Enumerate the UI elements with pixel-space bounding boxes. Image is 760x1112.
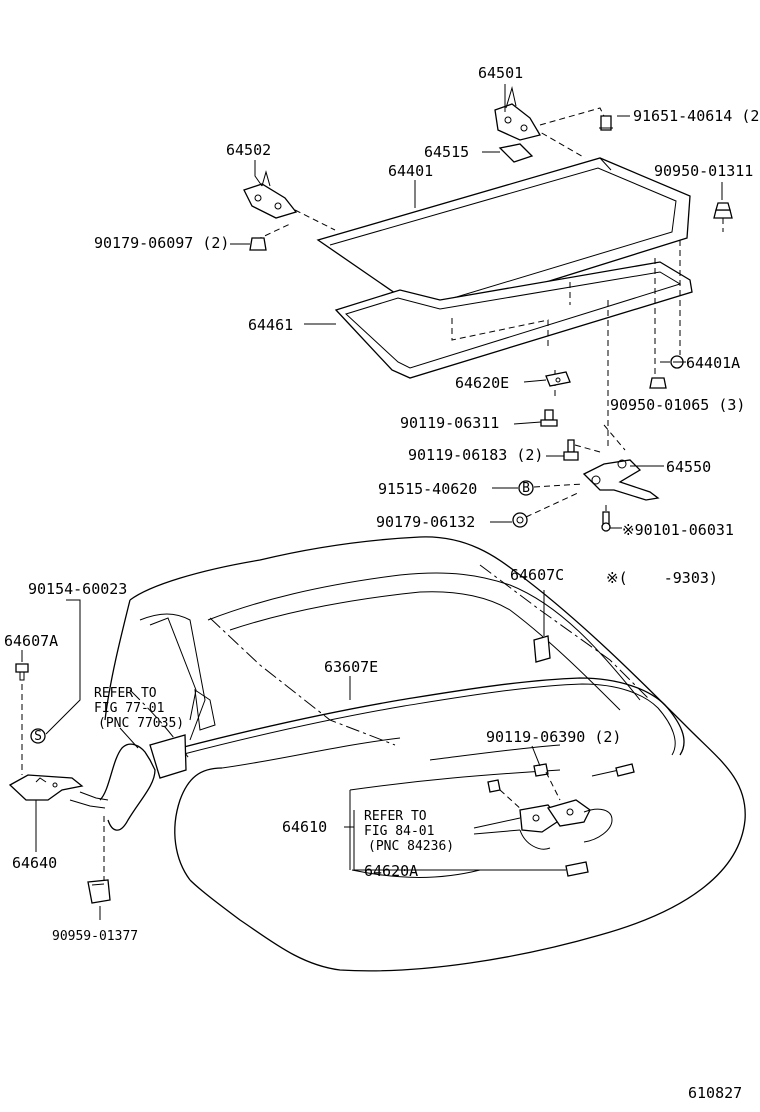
car-body-outline <box>104 536 746 972</box>
label-90950-01311: 90950-01311 <box>654 162 753 180</box>
diagram-id: 610827 <box>688 1084 742 1102</box>
lock-64550 <box>582 459 660 501</box>
label-64401: 64401 <box>388 162 433 180</box>
label-64501: 64501 <box>478 64 523 82</box>
refer-77-line3: (PNC 77035) <box>98 716 184 731</box>
lock-assembly <box>519 763 635 877</box>
label-90119-06390: 90119-06390 (2) <box>486 728 621 746</box>
label-90950-01065: 90950-01065 (3) <box>610 396 745 414</box>
label-90119-06311: 90119-06311 <box>400 414 499 432</box>
label-64640: 64640 <box>12 854 57 872</box>
clip-90179-06097 <box>249 237 267 251</box>
label-64610: 64610 <box>282 818 327 836</box>
stopper-64620e <box>545 371 571 387</box>
label-note-9303: ※( -9303) <box>606 569 718 587</box>
clamp-90959 <box>87 879 111 904</box>
label-91515: 91515-40620 <box>378 480 477 498</box>
bolt-90119-06183 <box>563 439 579 461</box>
label-64461: 64461 <box>248 316 293 334</box>
bolt-90119-06311 <box>540 409 558 427</box>
label-64607a: 64607A <box>4 632 58 650</box>
cushion-90950-01065 <box>649 377 667 389</box>
hinge-64501 <box>494 86 542 141</box>
label-64515: 64515 <box>424 143 469 161</box>
label-64502: 64502 <box>226 141 271 159</box>
cushion-90950-01311 <box>713 202 733 219</box>
screw-90101 <box>601 511 611 532</box>
refer-77-line2: FIG 77-01 <box>94 701 164 716</box>
label-90119-06183: 90119-06183 (2) <box>408 446 543 464</box>
symbol-b-marker: B <box>518 480 534 496</box>
label-91651: 91651-40614 (2) <box>633 107 760 125</box>
symbol-b: B <box>522 481 530 496</box>
switch-64607c <box>533 590 551 663</box>
label-63607e: 63607E <box>324 658 378 676</box>
label-90101: ※90101-06031 <box>622 521 734 539</box>
hinge-64502 <box>243 170 298 219</box>
label-64620a: 64620A <box>364 862 418 880</box>
label-90154: 90154-60023 <box>28 580 127 598</box>
bolt-90119-06390 <box>487 763 549 793</box>
hinge-64515 <box>498 143 534 163</box>
label-64550: 64550 <box>666 458 711 476</box>
bolt-91651 <box>599 115 613 131</box>
refer-77-line1: REFER TO <box>94 686 157 701</box>
lever-64640 <box>8 774 84 801</box>
symbol-s-marker: S <box>30 728 46 744</box>
label-90179-06097: 90179-06097 (2) <box>94 234 229 252</box>
seal-63607e <box>179 677 685 756</box>
grommet-90179-06132 <box>512 512 528 528</box>
opener-cable-64610 <box>69 734 187 831</box>
label-90179-06132: 90179-06132 <box>376 513 475 531</box>
refer-84-line1: REFER TO <box>364 809 427 824</box>
refer-84-line3: (PNC 84236) <box>368 839 454 854</box>
symbol-s: S <box>34 729 42 744</box>
label-90959: 90959-01377 <box>52 929 138 944</box>
bolt-64607a <box>15 663 29 681</box>
weatherstrip-64461 <box>334 261 693 379</box>
label-64607c: 64607C <box>510 566 564 584</box>
refer-84-line2: FIG 84-01 <box>364 824 434 839</box>
label-64401a: 64401A <box>686 354 740 372</box>
label-64620e: 64620E <box>455 374 509 392</box>
